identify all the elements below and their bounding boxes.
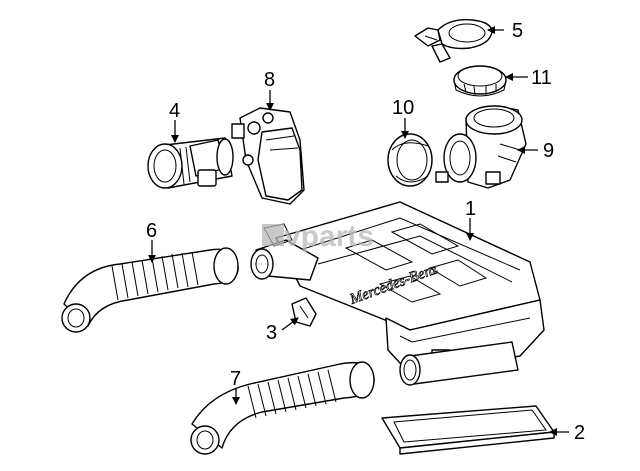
callout-8: 8 xyxy=(264,69,275,91)
part-3-clip xyxy=(291,297,317,327)
part-4-air-flow-sensor xyxy=(147,137,234,189)
part-5-clamp xyxy=(414,19,493,63)
callout-3: 3 xyxy=(266,322,277,344)
callout-2: 2 xyxy=(574,422,585,444)
part-7-hose xyxy=(190,361,375,455)
callout-1: 1 xyxy=(465,198,476,220)
callout-4: 4 xyxy=(169,100,180,122)
callout-7: 7 xyxy=(230,368,241,390)
part-8-throttle-body xyxy=(231,107,305,205)
svg-text:vparts: vparts xyxy=(284,220,374,253)
callout-6: 6 xyxy=(146,220,157,242)
watermark: vparts xyxy=(262,220,374,253)
part-11-ring xyxy=(453,65,507,97)
callout-10: 10 xyxy=(392,97,414,119)
part-10-seal xyxy=(387,133,433,187)
callout-9: 9 xyxy=(543,140,554,162)
part-9-intake-duct xyxy=(435,105,527,189)
callout-11: 11 xyxy=(531,67,552,89)
part-1-air-filter-housing: Mercedes-Benz xyxy=(250,201,545,386)
part-6-hose xyxy=(61,247,239,333)
callouts: 5 11 10 9 8 4 1 6 3 7 2 xyxy=(146,20,585,444)
callout-5: 5 xyxy=(512,20,523,42)
part-2-filter-element xyxy=(381,405,555,455)
leader-lines xyxy=(148,26,569,436)
